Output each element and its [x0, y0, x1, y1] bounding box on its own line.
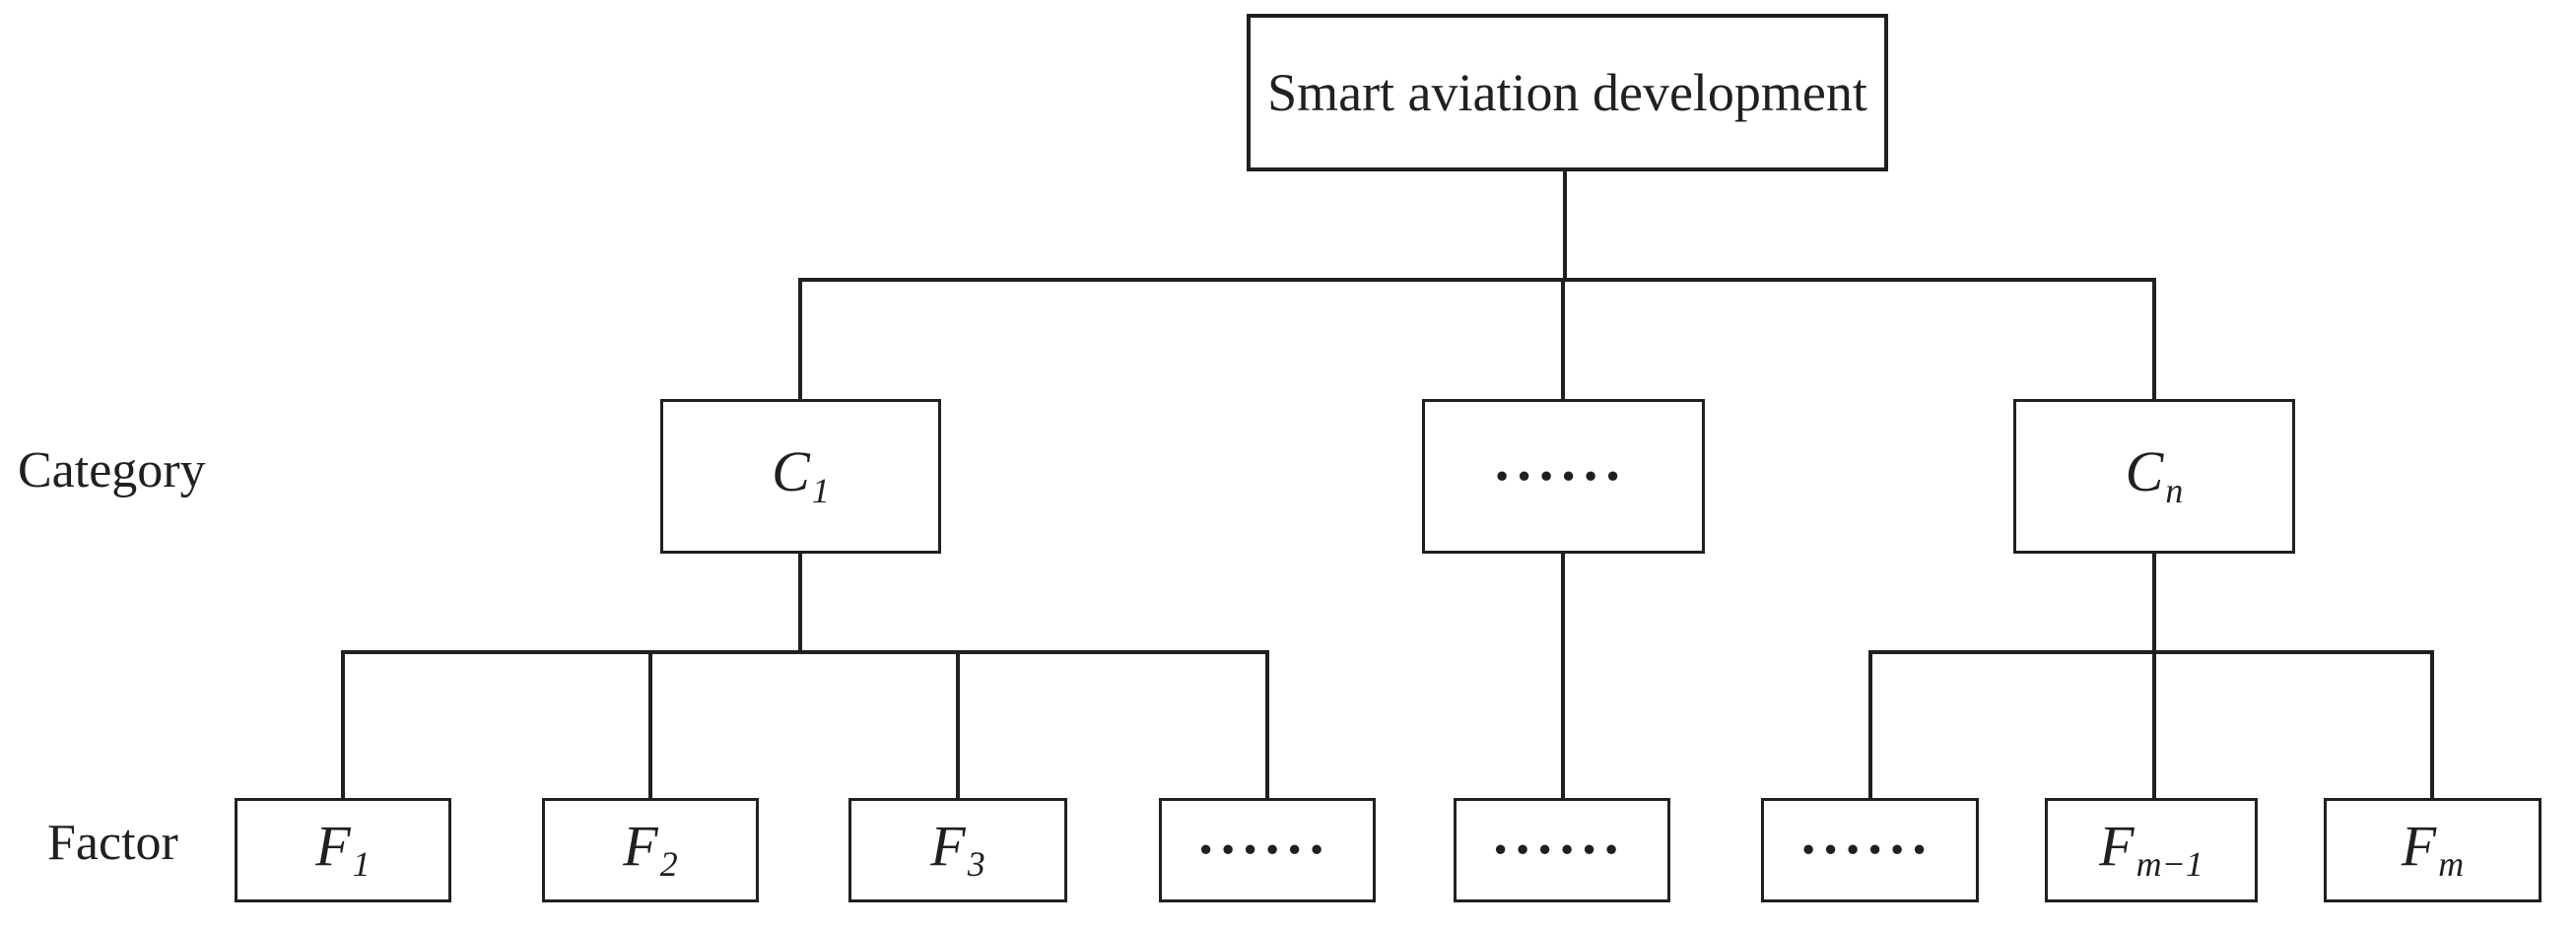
connector-cn-stem — [2152, 554, 2156, 798]
factor-box-f2: F2 — [542, 798, 759, 902]
connector-category-rail — [798, 278, 2156, 282]
connector-root-stem — [1563, 171, 1567, 282]
factor-label-f3: F3 — [930, 813, 985, 885]
connector-c1-stem — [798, 554, 802, 654]
root-label: Smart aviation development — [1267, 63, 1867, 122]
connector-drop-f-ellipsis-right — [1868, 650, 1872, 798]
connector-drop-f-ellipsis-left — [1265, 650, 1269, 798]
factor-row-label: Factor — [47, 815, 178, 871]
root-box-smart-aviation-development: Smart aviation development — [1247, 14, 1888, 171]
factor-label-f1: F1 — [315, 813, 371, 885]
connector-drop-c-ellipsis — [1561, 278, 1565, 399]
factor-box-f1: F1 — [235, 798, 451, 902]
factor-box-f3: F3 — [848, 798, 1067, 902]
category-row-label: Category — [18, 442, 206, 498]
category-box-ellipsis: ...... — [1422, 399, 1705, 554]
category-label-cn: Cn — [2125, 439, 2184, 510]
factor-box-ellipsis-3: ...... — [1761, 798, 1979, 902]
factor-box-fm: Fm — [2324, 798, 2542, 902]
factor-label-f2: F2 — [623, 813, 678, 885]
connector-drop-f1 — [341, 650, 345, 798]
category-label-ellipsis: ...... — [1497, 428, 1630, 493]
category-label-c1: C1 — [772, 439, 830, 510]
factor-label-ellipsis-2: ...... — [1495, 801, 1629, 866]
category-box-cn: Cn — [2013, 399, 2295, 554]
factor-label-ellipsis-1: ...... — [1200, 801, 1334, 866]
factor-label-fm: Fm — [2401, 813, 2465, 885]
factor-box-ellipsis-1: ...... — [1159, 798, 1376, 902]
factor-box-ellipsis-2: ...... — [1454, 798, 1670, 902]
connector-drop-f2 — [648, 650, 652, 798]
category-box-c1: C1 — [660, 399, 941, 554]
connector-ellipsis-stem — [1561, 554, 1565, 798]
connector-c1-rail — [341, 650, 1269, 654]
connector-cn-rail — [1868, 650, 2434, 654]
factor-box-fm-1: Fm−1 — [2045, 798, 2258, 902]
factor-label-ellipsis-3: ...... — [1803, 801, 1936, 866]
connector-drop-f3 — [956, 650, 960, 798]
factor-label-fm-1: Fm−1 — [2099, 813, 2203, 885]
connector-drop-fm — [2430, 650, 2434, 798]
connector-drop-c1 — [798, 278, 802, 399]
connector-drop-cn — [2152, 278, 2156, 399]
